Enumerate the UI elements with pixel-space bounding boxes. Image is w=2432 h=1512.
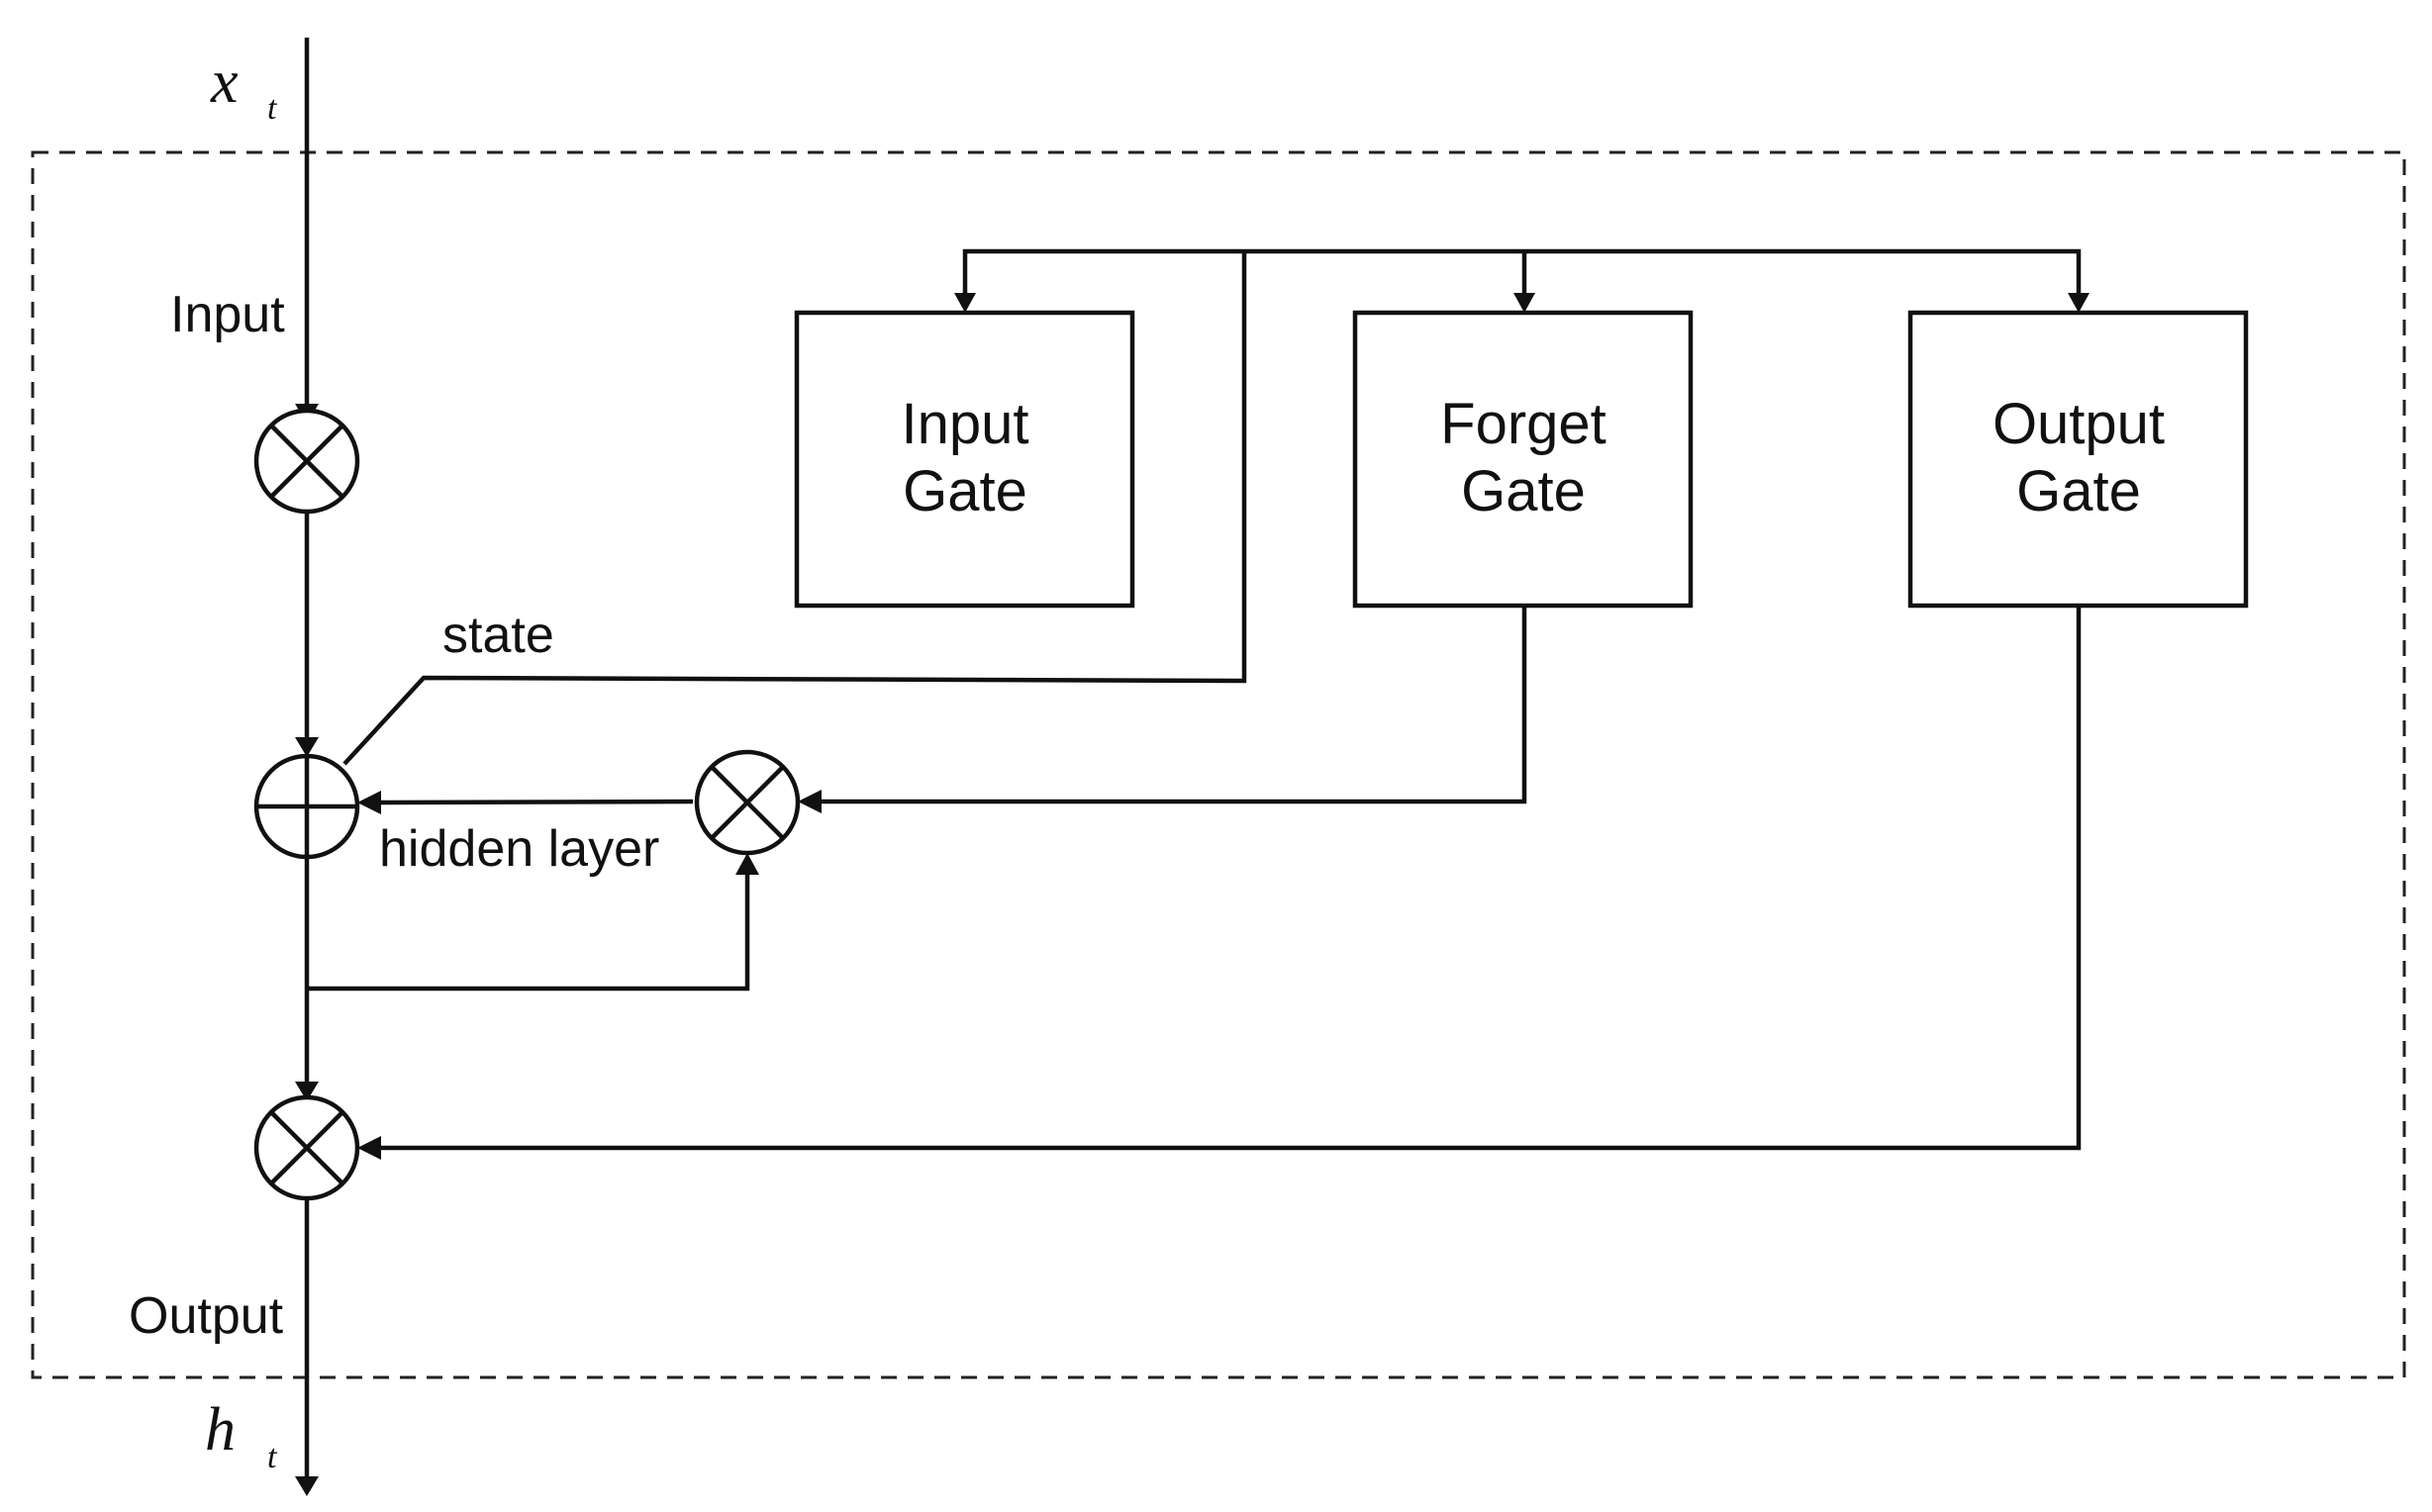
- sum-arrowhead: [295, 737, 319, 757]
- output-gate-label-line1: Output: [1993, 392, 2165, 456]
- forget-gate-box: [1352, 310, 1694, 609]
- hidden-layer-label: hidden layer: [379, 820, 659, 878]
- output-gate-label-line2: Gate: [2016, 459, 2141, 523]
- hidden-multiply-operator: [694, 749, 801, 856]
- gate-distribution-bus: [962, 248, 2082, 293]
- state-label: state: [442, 607, 554, 664]
- recurrent-loop-line: [307, 875, 750, 992]
- output-gate: Output Gate: [1907, 310, 2249, 609]
- input-multiply-cross-b: [269, 424, 344, 499]
- sum-side-arrowhead: [357, 791, 381, 814]
- output-multiply-operator: [253, 1094, 360, 1201]
- forget-gate-output-line: [822, 607, 1527, 804]
- input-gate-arrowhead: [954, 293, 976, 313]
- forget-gate-label-line2: Gate: [1461, 459, 1586, 523]
- output-gate-output-line: [381, 607, 2082, 1151]
- output-multiply-cross-b: [269, 1110, 344, 1185]
- hidden-mult-arrowhead: [798, 790, 822, 813]
- forget-gate-arrowhead: [1513, 293, 1535, 313]
- output-gate-arrowhead: [2068, 293, 2090, 313]
- hidden-layer-line: [380, 799, 694, 805]
- input-label: Input: [170, 286, 285, 343]
- output-mult-arrowhead: [295, 1082, 319, 1101]
- output-label: Output: [129, 1287, 284, 1345]
- input-gate-label-line1: Input: [902, 392, 1029, 456]
- cell-boundary: [31, 150, 2406, 1379]
- forget-gate-label-line1: Forget: [1440, 392, 1606, 456]
- h-t-main: h: [205, 1396, 236, 1464]
- output-arrowhead: [295, 1476, 319, 1496]
- input-gate-box: [794, 310, 1135, 609]
- input-multiply-operator: [253, 408, 360, 515]
- hidden-multiply-cross-b: [710, 765, 785, 840]
- forget-gate: Forget Gate: [1352, 310, 1694, 609]
- output-gate-box: [1907, 310, 2249, 609]
- x-t-subscript: t: [267, 90, 278, 127]
- sum-operator: [253, 753, 360, 860]
- output-mult-side-arrowhead: [357, 1136, 381, 1160]
- state-line: [342, 251, 1247, 766]
- input-gate: Input Gate: [794, 310, 1135, 609]
- input-gate-label-line2: Gate: [903, 459, 1027, 523]
- x-t-main: x: [210, 48, 239, 116]
- h-t-subscript: t: [267, 1439, 278, 1475]
- recurrent-loop-arrowhead: [735, 853, 759, 875]
